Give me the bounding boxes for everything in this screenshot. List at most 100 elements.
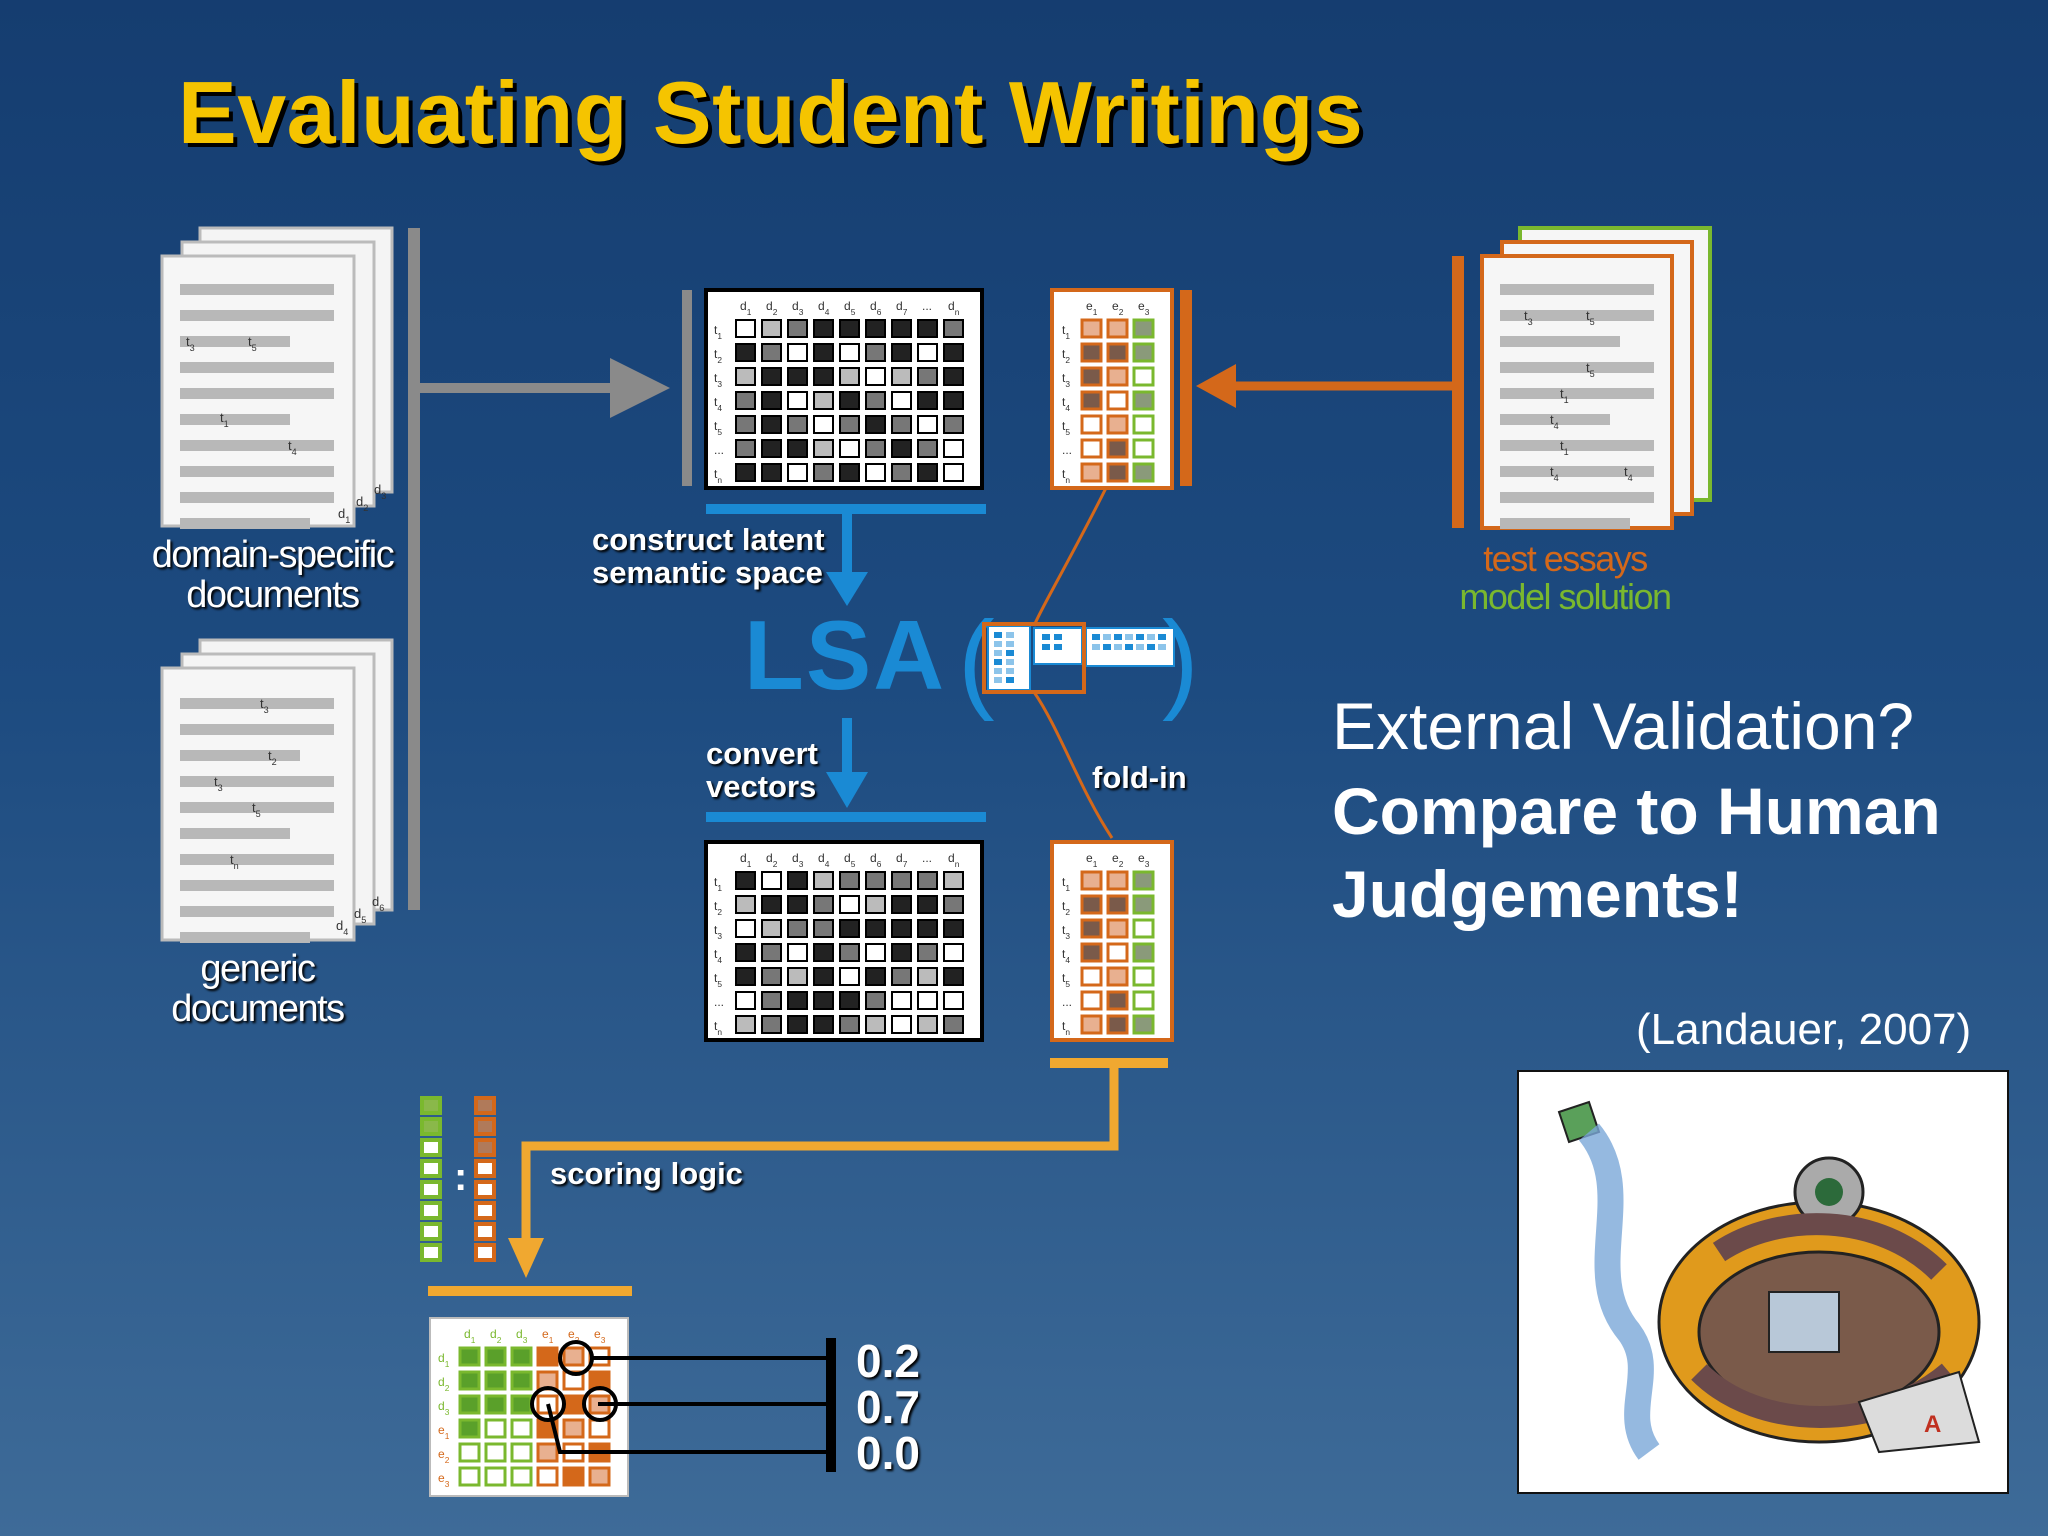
matrix-cell [735,463,756,482]
green-vector-cell [420,1159,442,1178]
vector-colon: : [454,1155,467,1199]
essay-cell [1106,942,1129,963]
essay-cell [1132,918,1155,939]
doc-line [180,440,334,451]
matrix-cell [865,367,886,386]
matrix-cell [943,343,964,362]
matrix-cell [943,391,964,410]
matrix-cell [813,967,834,986]
result-cell [510,1418,533,1439]
blue-arrow-shaft-1 [842,514,852,576]
essay-cell [1132,438,1155,459]
result-cell [484,1442,507,1463]
score-2: 0.7 [856,1381,920,1433]
doc-line [180,854,334,865]
term-tag: t5 [1586,308,1595,327]
essay-cell [1132,966,1155,987]
doc-line [1500,466,1654,477]
lsa-mini-cell [994,668,1002,674]
matrix-cell [917,967,938,986]
doc-line [180,414,290,425]
doc-line [1500,284,1654,295]
matrix-cell [943,367,964,386]
result-row-label: d2 [438,1375,450,1393]
matrix-cell [891,439,912,458]
essay-row-label: t4 [1062,395,1070,413]
matrix-col-label: ... [922,851,932,865]
lsa-mini-cell [1006,641,1014,647]
essay-machine-illustration: A [1517,1070,2009,1494]
doc-line [1500,492,1654,503]
lsa-mini-cell [994,677,1002,683]
matrix-cell [865,919,886,938]
blue-bar-top [706,504,986,514]
result-cell [536,1442,559,1463]
domain-specific-text: domain-specific [151,534,395,576]
essay-cell [1132,1014,1155,1035]
essay-cell [1080,342,1103,363]
term-tag: tn [230,852,239,871]
lsa-mini-cell [1158,634,1166,640]
matrix-cell [787,463,808,482]
orange-input-bar [1180,290,1192,486]
blue-arrow-head-1 [826,572,868,606]
matrix-col-label: d7 [896,851,908,869]
matrix-cell [787,919,808,938]
compare-line-2: Judgements! [1332,856,1743,931]
result-row-label: e1 [438,1423,450,1441]
matrix-row-label: t4 [714,947,722,965]
doc-line [180,388,334,399]
essay-cell [1132,414,1155,435]
matrix-cell [735,1015,756,1034]
matrix-cell [761,439,782,458]
matrix-cell [865,871,886,890]
matrix-cell [813,871,834,890]
result-cell [510,1466,533,1487]
matrix-cell [943,1015,964,1034]
matrix-cell [735,895,756,914]
matrix-col-label: d6 [870,851,882,869]
doc-line [1500,414,1610,425]
matrix-cell [735,319,756,338]
matrix-cell [943,463,964,482]
result-cell [484,1466,507,1487]
essay-cell [1080,318,1103,339]
essay-row-label: ... [1062,443,1072,457]
matrix-cell [761,367,782,386]
essay-cell [1080,366,1103,387]
essay-cell [1132,462,1155,483]
slide-title: Evaluating Student Writings [178,63,1364,162]
essay-col-label: e1 [1086,851,1098,869]
essay-row-label: tn [1062,467,1070,485]
essay-row-label: t2 [1062,899,1070,917]
matrix-cell [735,391,756,410]
essay-cell [1080,918,1103,939]
generic-text: generic [200,948,316,990]
matrix-cell [813,439,834,458]
matrix-cell [943,415,964,434]
matrix-cell [787,895,808,914]
matrix-row-label: t5 [714,971,722,989]
matrix-cell [761,1015,782,1034]
matrix-cell [917,871,938,890]
result-cell [562,1418,585,1439]
matrix-cell [839,919,860,938]
score-1: 0.2 [856,1335,920,1387]
result-cell [458,1466,481,1487]
matrix-cell [865,439,886,458]
lsa-mini-cell [1006,668,1014,674]
matrix-row-label: ... [714,995,724,1009]
matrix-cell [917,919,938,938]
green-vector-cell [420,1117,442,1136]
matrix-cell [787,415,808,434]
result-cell [510,1394,533,1415]
compare-human-text: Compare to Human Judgements! [1332,770,1941,935]
matrix-cell [839,439,860,458]
lsa-mini-cell [1114,634,1122,640]
matrix-cell [917,415,938,434]
matrix-cell [943,439,964,458]
doc-line [180,724,334,735]
